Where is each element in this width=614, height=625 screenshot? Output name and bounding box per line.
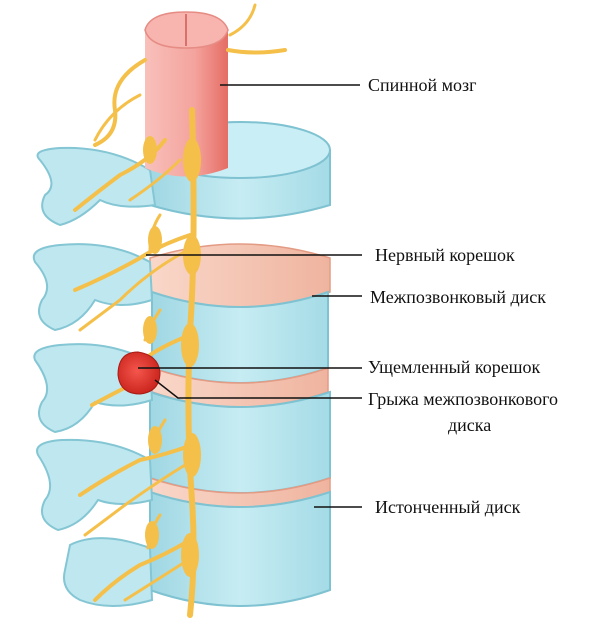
label-nerve-root: Нервный корешок: [375, 245, 515, 265]
label-disc-herniation-line2: диска: [448, 415, 492, 435]
disc-herniation: [117, 351, 161, 395]
disc-1: [149, 243, 331, 308]
label-pinched-root: Ущемленный корешок: [368, 357, 541, 377]
process-1: [36, 146, 157, 227]
vertebral-body-3: [149, 390, 331, 494]
label-spinal-cord: Спинной мозг: [368, 75, 477, 95]
leader-herniation: [154, 379, 362, 399]
vertebral-bodies: [149, 121, 331, 607]
leader-lines: [138, 84, 362, 508]
label-thinned-disc: Истонченный диск: [375, 497, 521, 517]
process-5: [63, 537, 154, 607]
label-intervertebral-disc: Межпозвонковый диск: [370, 287, 547, 307]
label-disc-herniation-line1: Грыжа межпозвонкового: [368, 389, 559, 409]
nerve-ganglia: [143, 136, 201, 577]
